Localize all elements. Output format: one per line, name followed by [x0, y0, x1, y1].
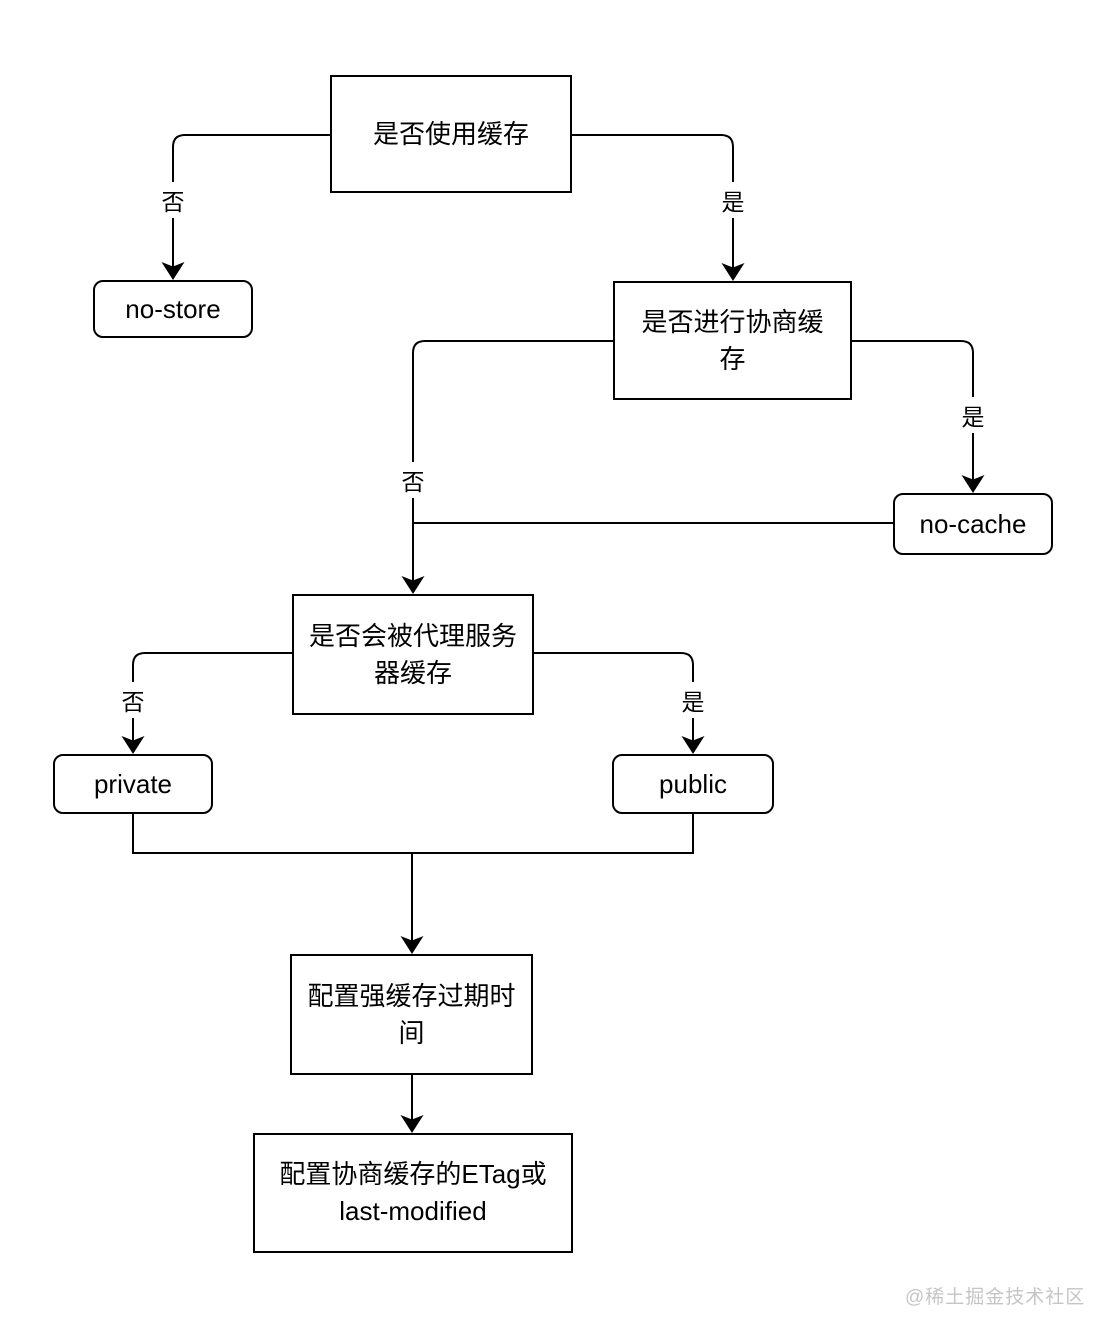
decision-proxy-cache: 是否会被代理服务 器缓存: [292, 594, 534, 715]
edge-proxy-no-label: 否: [117, 682, 149, 718]
edge-negotiate-yes: [852, 340, 985, 493]
edge-public-merge: [412, 814, 694, 854]
terminal-no-cache: no-cache: [893, 493, 1053, 555]
terminal-private: private: [53, 754, 213, 814]
edge-proxy-yes-label: 是: [677, 682, 709, 718]
edge-negotiate-no-label: 否: [397, 462, 429, 498]
edge-negotiate-no: [401, 340, 613, 594]
edge-proxy-yes: [534, 652, 705, 754]
decision-use-cache: 是否使用缓存: [330, 75, 572, 193]
decision-negotiate-cache: 是否进行协商缓 存: [613, 281, 852, 400]
edge-use-cache-yes: [572, 134, 745, 281]
edge-private-merge: [132, 814, 412, 854]
process-etag: 配置协商缓存的ETag或 last-modified: [253, 1133, 573, 1253]
edge-use-cache-yes-label: 是: [717, 182, 749, 218]
terminal-no-store: no-store: [93, 280, 253, 338]
process-strong-cache: 配置强缓存过期时 间: [290, 954, 533, 1075]
edge-use-cache-no: [161, 134, 330, 280]
edge-use-cache-no-label: 否: [157, 182, 189, 218]
terminal-public: public: [612, 754, 774, 814]
edge-negotiate-yes-label: 是: [957, 397, 989, 433]
edge-proxy-no: [121, 652, 292, 754]
watermark: @稀土掘金技术社区: [905, 1287, 1086, 1308]
